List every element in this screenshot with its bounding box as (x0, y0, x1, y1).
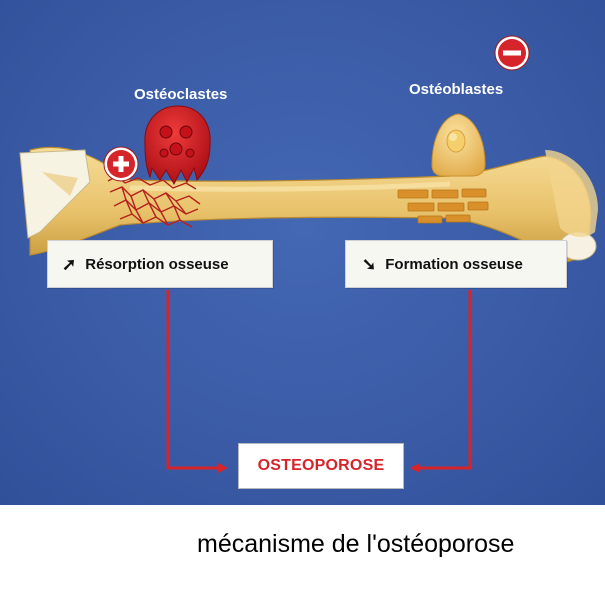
plus-badge-icon (103, 146, 139, 182)
diagram-art (19, 35, 598, 473)
resorption-label: Résorption osseuse (85, 255, 229, 273)
caption: mécanisme de l'ostéoporose (197, 530, 515, 558)
osteoblast-cell (431, 113, 486, 177)
formation-label: Formation osseuse (385, 255, 523, 273)
resorption-box: ➚ Résorption osseuse (47, 240, 273, 288)
bone-left-end (19, 149, 91, 239)
arrow-up-right-icon: ➚ (62, 254, 77, 274)
result-box: OSTEOPOROSE (238, 443, 404, 489)
diagram-panel: Ostéoclastes Ostéoblastes ➚ Résorption o… (0, 0, 605, 505)
osteoblast-label: Ostéoblastes (409, 81, 504, 98)
formation-bricks (397, 188, 489, 224)
formation-to-result-arrow (410, 290, 472, 473)
formation-box: ➘ Formation osseuse (345, 240, 567, 288)
osteoclast-cell (144, 105, 211, 186)
resorption-cracks (107, 175, 201, 228)
connector-arrows (166, 290, 472, 473)
bone-right-end (545, 150, 598, 237)
minus-badge-icon (494, 35, 530, 71)
arrow-down-right-icon: ➘ (362, 254, 377, 274)
bone-left-notch (42, 172, 78, 196)
osteoclast-label: Ostéoclastes (134, 86, 228, 103)
result-label: OSTEOPOROSE (257, 457, 385, 474)
resorption-to-result-arrow (166, 290, 228, 473)
